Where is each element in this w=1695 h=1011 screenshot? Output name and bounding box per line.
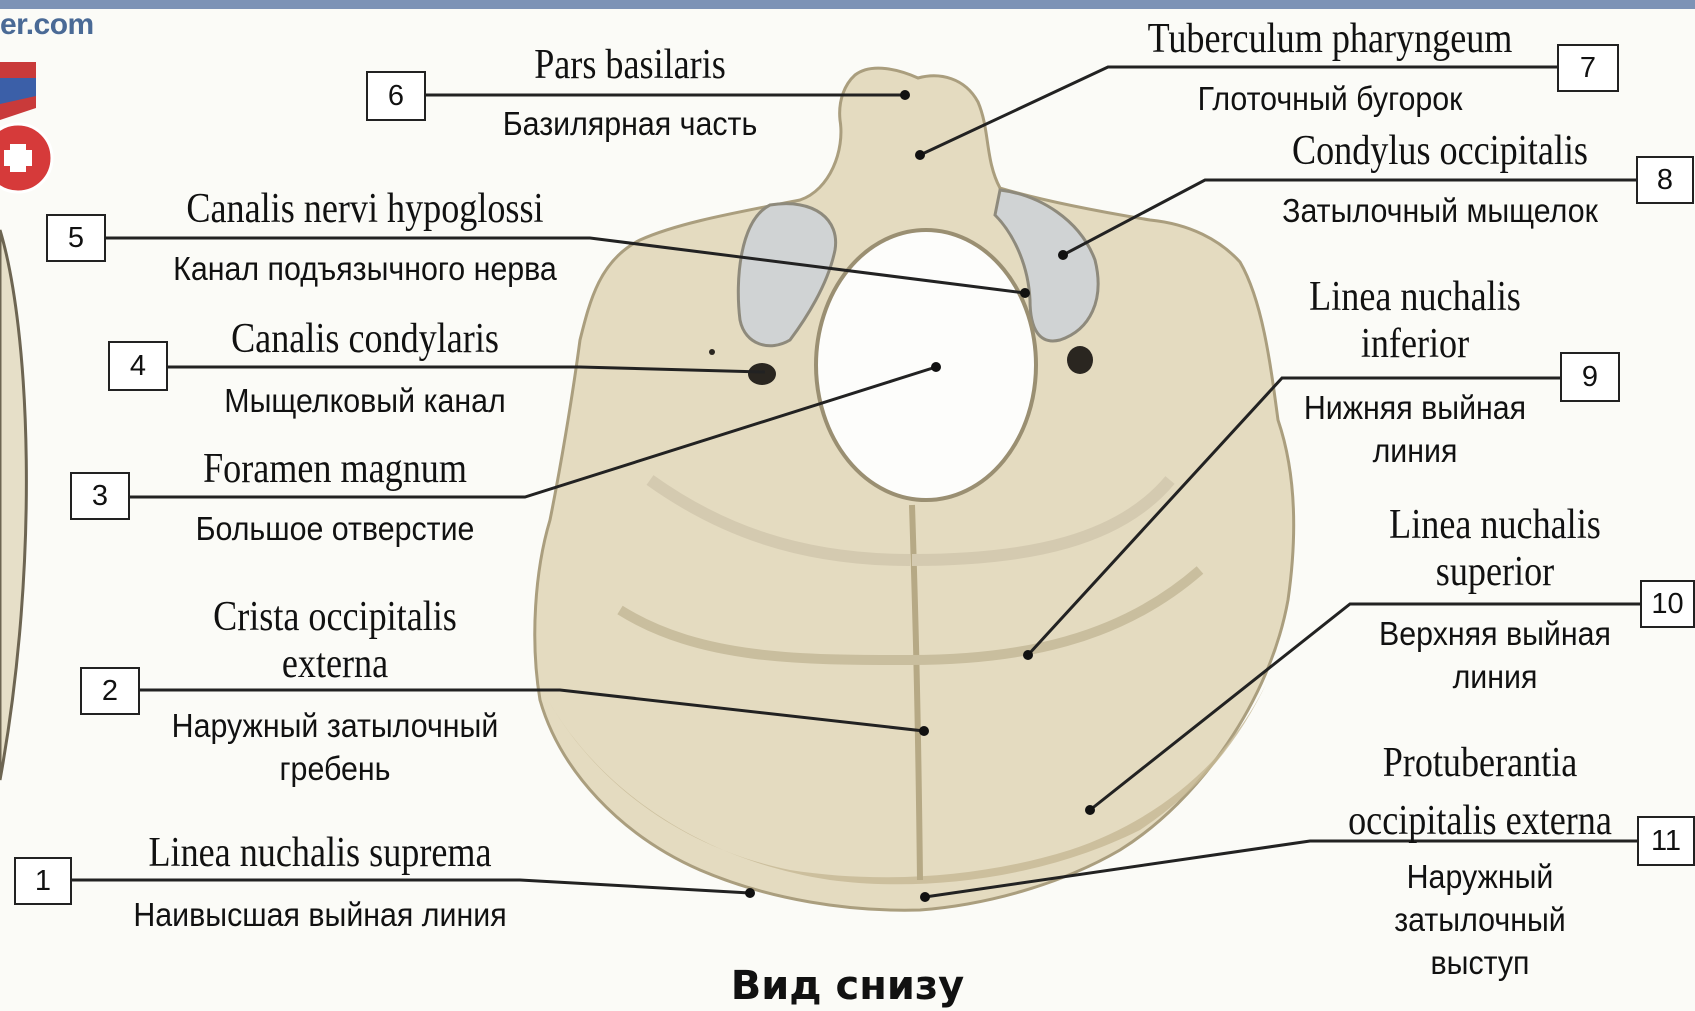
label-3-number: 3 bbox=[70, 472, 130, 520]
label-10-latin: Linea nuchalis superior bbox=[1379, 502, 1611, 596]
label-5-russian: Канал подъязычного нерва bbox=[140, 252, 591, 285]
side-figure-edge bbox=[0, 230, 26, 780]
label-7-latin: Tuberculum pharyngeum bbox=[1141, 18, 1519, 60]
label-3-latin: Foramen magnum bbox=[189, 448, 481, 490]
label-1-number: 1 bbox=[14, 857, 72, 905]
label-4-number: 4 bbox=[108, 341, 168, 391]
label-4-russian: Мыщелковый канал bbox=[195, 384, 535, 417]
label-11-number: 11 bbox=[1637, 816, 1695, 866]
label-7-russian: Глоточный бугорок bbox=[1164, 82, 1495, 115]
view-caption: Вид снизу bbox=[0, 963, 1695, 1009]
label-1-russian: Наивысшая выйная линия bbox=[99, 898, 541, 931]
label-5-number: 5 bbox=[46, 214, 106, 262]
label-7-number: 7 bbox=[1557, 44, 1619, 92]
label-2-russian: Наружный затылочный гребень bbox=[165, 704, 505, 790]
label-6-russian: Базилярная часть bbox=[464, 107, 795, 140]
left-condylar-canal bbox=[748, 363, 776, 385]
label-6-number: 6 bbox=[366, 71, 426, 121]
label-2-number: 2 bbox=[80, 667, 140, 715]
right-condylar-canal bbox=[1067, 346, 1093, 374]
label-10-number: 10 bbox=[1640, 580, 1695, 628]
label-4-latin: Canalis condylaris bbox=[215, 318, 516, 360]
label-11-latin: Protuberantia occipitalis externa bbox=[1334, 734, 1626, 850]
label-8-russian: Затылочный мыщелок bbox=[1251, 194, 1628, 227]
label-6-latin: Pars basilaris bbox=[484, 44, 776, 86]
label-8-latin: Condylus occipitalis bbox=[1277, 130, 1604, 172]
label-2-latin: Crista occipitalis externa bbox=[193, 594, 477, 688]
label-8-number: 8 bbox=[1636, 156, 1694, 204]
label-10-russian: Верхняя выйная линия bbox=[1371, 612, 1619, 698]
site-logo bbox=[0, 62, 52, 192]
label-3-russian: Большое отверстие bbox=[165, 512, 505, 545]
label-9-latin: Linea nuchalis inferior bbox=[1308, 274, 1523, 368]
label-9-russian: Нижняя выйная линия bbox=[1300, 386, 1530, 472]
leader-1 bbox=[70, 880, 750, 893]
label-1-latin: Linea nuchalis suprema bbox=[131, 832, 509, 874]
label-5-latin: Canalis nervi hypoglossi bbox=[172, 188, 559, 230]
label-9-number: 9 bbox=[1560, 352, 1620, 402]
